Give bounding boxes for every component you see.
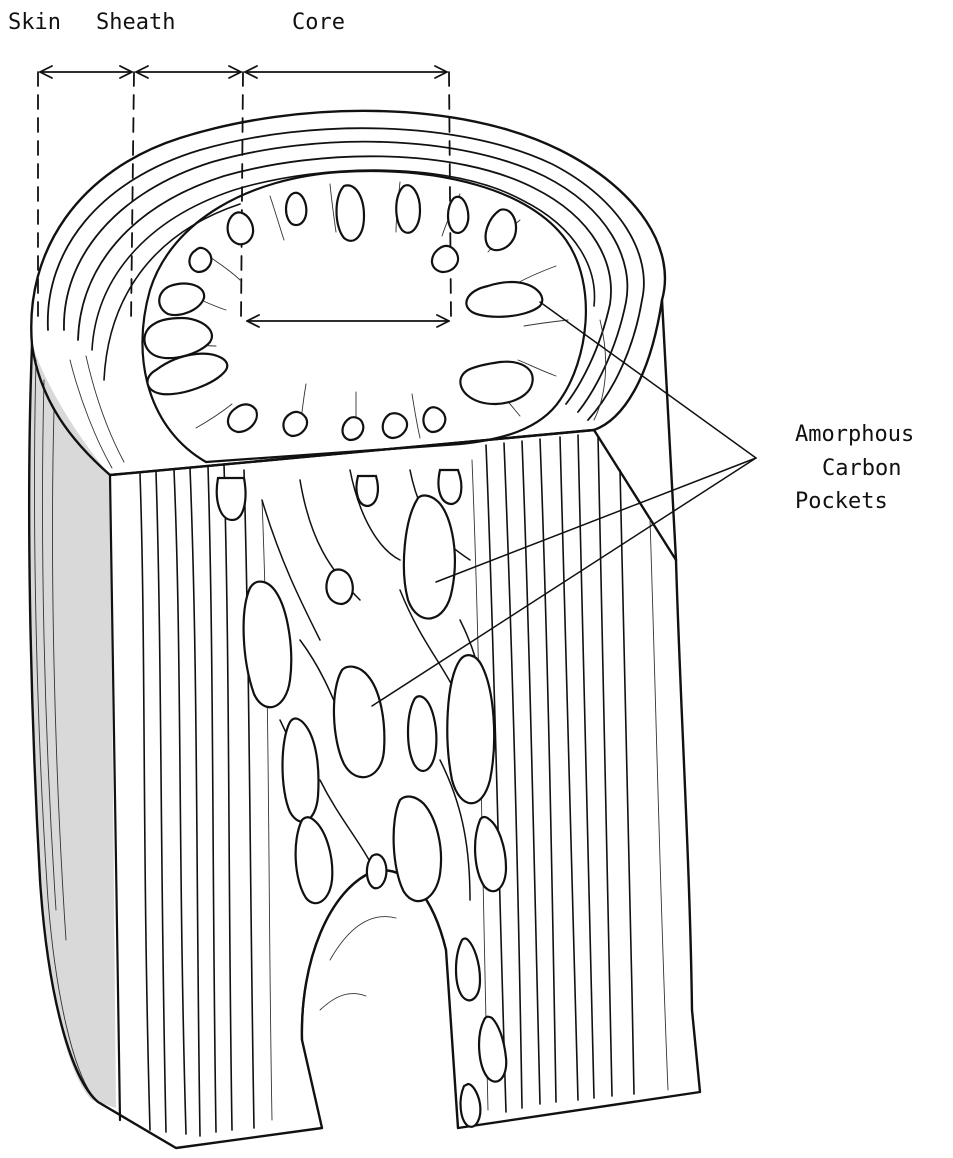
leader-line-middle xyxy=(436,458,756,582)
pocket xyxy=(343,417,364,440)
pocket xyxy=(296,817,333,903)
pocket xyxy=(228,404,257,432)
pocket xyxy=(383,413,407,438)
pocket xyxy=(456,939,480,1001)
sheath-label: Sheath xyxy=(96,12,175,34)
pocket xyxy=(423,407,445,432)
core-label: Core xyxy=(292,12,345,34)
pocket xyxy=(283,719,319,822)
pocket xyxy=(367,854,386,888)
pocket xyxy=(475,817,506,891)
pocket xyxy=(334,667,384,778)
pocket xyxy=(408,696,436,771)
pocket xyxy=(460,362,532,404)
fibril-striations xyxy=(140,435,634,1136)
pocket xyxy=(396,185,420,233)
pocket xyxy=(466,282,542,317)
pocket xyxy=(394,797,441,902)
pocket xyxy=(461,1084,481,1127)
pockets-label-line3: Pockets xyxy=(795,491,888,513)
pocket xyxy=(432,246,458,272)
core-width-arrow xyxy=(247,315,449,327)
skin-label: Skin xyxy=(8,12,61,34)
pocket xyxy=(404,496,455,619)
pocket xyxy=(439,470,462,504)
pocket xyxy=(228,212,253,244)
pocket xyxy=(286,193,306,225)
pocket xyxy=(189,248,211,272)
pocket xyxy=(217,478,246,520)
core-network xyxy=(217,470,506,1127)
pocket xyxy=(326,570,352,605)
pocket xyxy=(479,1017,506,1082)
pocket xyxy=(159,284,204,315)
pocket xyxy=(337,185,365,240)
pocket xyxy=(486,209,516,250)
pocket xyxy=(144,318,212,358)
pocket xyxy=(447,655,494,803)
pocket xyxy=(283,412,307,436)
pocket xyxy=(356,476,377,506)
pocket xyxy=(147,354,227,395)
cross-section-face xyxy=(31,111,665,475)
pocket xyxy=(244,582,292,708)
pocket xyxy=(448,197,468,233)
pockets-label-line1: Amorphous xyxy=(795,424,914,446)
pockets-label-line2: Carbon xyxy=(822,458,901,480)
core-right-guide xyxy=(449,72,451,318)
